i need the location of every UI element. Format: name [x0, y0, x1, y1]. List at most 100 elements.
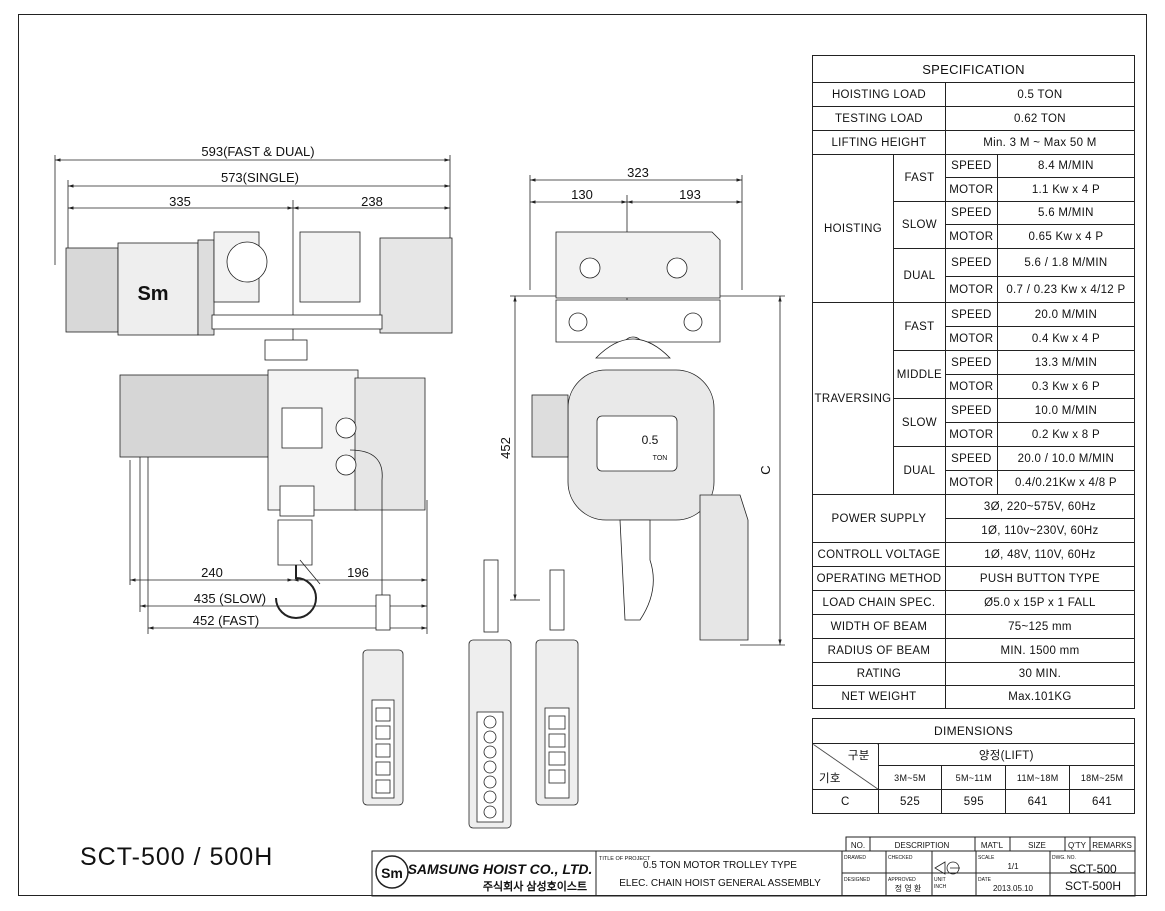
spec-value: 30 MIN. — [944, 662, 1136, 686]
dim-435-label: 435 (SLOW) — [194, 591, 266, 606]
spec-label: WIDTH OF BEAM — [812, 614, 946, 639]
spec-sub-label: SPEED — [944, 154, 998, 178]
spec-label: RATING — [812, 662, 946, 686]
tb-checked-label: CHECKED — [888, 855, 913, 861]
dimensions-gubun-label: 구분 — [847, 750, 870, 762]
dimensions-value: 525 — [877, 789, 943, 814]
spec-label: CONTROLL VOLTAGE — [812, 542, 946, 567]
spec-value: 20.0 / 10.0 M/MIN — [996, 446, 1136, 471]
tb-approver-name: 정 영 환 — [895, 883, 922, 893]
hoist-body — [119, 369, 426, 619]
spec-sub-label: MOTOR — [944, 224, 998, 249]
dimensions-range: 3M~5M — [877, 765, 943, 790]
project-title-line-2: ELEC. CHAIN HOIST GENERAL ASSEMBLY — [619, 878, 821, 889]
spec-value: 0.5 TON — [944, 82, 1136, 107]
dimensions-value: 595 — [941, 789, 1007, 814]
spec-label: TESTING LOAD — [812, 106, 946, 131]
spec-mode-label: DUAL — [892, 446, 946, 495]
dimensions-range: 11M~18M — [1005, 765, 1071, 790]
spec-sub-label: MOTOR — [944, 422, 998, 447]
pendant-middle — [468, 559, 512, 829]
tb-header-qty: Q'TY — [1068, 841, 1087, 850]
spec-sub-label: SPEED — [944, 201, 998, 225]
dim-238-label: 238 — [361, 194, 383, 209]
spec-value: 0.65 Kw x 4 P — [996, 224, 1136, 249]
dim-593-label: 593(FAST & DUAL) — [201, 144, 314, 159]
spec-label: NET WEIGHT — [812, 685, 946, 709]
spec-value: 0.3 Kw x 6 P — [996, 374, 1136, 399]
spec-value: 0.2 Kw x 8 P — [996, 422, 1136, 447]
tb-approved-label: APPROVED — [888, 877, 916, 883]
side-view — [510, 175, 785, 646]
dim-130-label: 130 — [571, 187, 593, 202]
spec-sub-label: SPEED — [944, 248, 998, 277]
dimensions-table: DIMENSIONS 구분 기호 양정(LIFT) 3M~5M 5M~11M 1… — [812, 718, 1136, 814]
tb-header-remarks: REMARKS — [1092, 841, 1132, 850]
tb-header-description: DESCRIPTION — [895, 841, 950, 850]
tb-header-matl: MAT'L — [981, 841, 1004, 850]
dimensions-title: DIMENSIONS — [812, 718, 1135, 744]
dim-452-label: 452 — [498, 437, 513, 459]
spec-sub-label: MOTOR — [944, 177, 998, 202]
spec-value: 0.7 / 0.23 Kw x 4/12 P — [996, 276, 1136, 303]
spec-sub-label: MOTOR — [944, 374, 998, 399]
spec-value: 13.3 M/MIN — [996, 350, 1136, 375]
spec-label: POWER SUPPLY — [812, 494, 946, 543]
spec-group-label: HOISTING — [812, 154, 894, 303]
tb-header-size: SIZE — [1028, 841, 1046, 850]
spec-value: 0.4/0.21Kw x 4/8 P — [996, 470, 1136, 495]
spec-mode-label: SLOW — [892, 398, 946, 447]
spec-value: 1Ø, 48V, 110V, 60Hz — [944, 542, 1136, 567]
spec-mode-label: FAST — [892, 154, 946, 202]
hoist-capacity-value: 0.5 — [642, 433, 659, 447]
spec-value: 8.4 M/MIN — [996, 154, 1136, 178]
pendant-right — [535, 569, 579, 806]
spec-sub-label: SPEED — [944, 350, 998, 375]
company-logo — [375, 855, 960, 889]
dim-573-label: 573(SINGLE) — [221, 170, 299, 185]
tb-unit-label: UNIT — [934, 877, 946, 883]
spec-value: Ø5.0 x 15P x 1 FALL — [944, 590, 1136, 615]
tb-scale-label: SCALE — [978, 855, 995, 861]
spec-value: 1.1 Kw x 4 P — [996, 177, 1136, 202]
hoist-capacity-unit: TON — [653, 455, 668, 462]
dimensions-row-label: C — [812, 789, 879, 814]
dimensions-lift-label: 양정(LIFT) — [877, 743, 1136, 766]
spec-sub-label: SPEED — [944, 446, 998, 471]
spec-sub-label: MOTOR — [944, 276, 998, 303]
spec-mode-label: SLOW — [892, 201, 946, 249]
motor-logo-text: Sm — [137, 283, 168, 305]
tb-scale-value: 1/1 — [1007, 862, 1019, 871]
dim-335-label: 335 — [169, 194, 191, 209]
drawing-number-2: SCT-500H — [1065, 879, 1121, 893]
dimensions-giho-label: 기호 — [819, 773, 841, 785]
tb-header-no: NO. — [851, 841, 865, 850]
spec-value: 20.0 M/MIN — [996, 302, 1136, 327]
drawing-number-1: SCT-500 — [1069, 862, 1117, 876]
spec-value: 1Ø, 110v~230V, 60Hz — [944, 518, 1136, 543]
dimensions-value: 641 — [1005, 789, 1071, 814]
company-name: SAMSUNG HOIST CO., LTD. — [408, 861, 593, 877]
spec-mode-label: DUAL — [892, 248, 946, 303]
model-title: SCT-500 / 500H — [80, 843, 274, 871]
dim-452-fast-label: 452 (FAST) — [193, 613, 259, 628]
trolley-motor — [65, 231, 453, 361]
dim-240-label: 240 — [201, 565, 223, 580]
company-logo-mark: Sm — [381, 865, 403, 881]
spec-mode-label: MIDDLE — [892, 350, 946, 399]
title-block-grid — [371, 836, 1136, 897]
spec-value: 0.62 TON — [944, 106, 1136, 131]
dim-c-label: C — [758, 465, 773, 474]
spec-label: RADIUS OF BEAM — [812, 638, 946, 663]
spec-title: SPECIFICATION — [812, 55, 1135, 83]
dimensions-corner-cell: 구분 기호 — [812, 743, 879, 790]
tb-title-label: TITLE OF PROJECT — [599, 856, 651, 862]
dimensions-range: 18M~25M — [1069, 765, 1135, 790]
dim-323-label: 323 — [627, 165, 649, 180]
spec-mode-label: FAST — [892, 302, 946, 351]
tb-date-value: 2013.05.10 — [993, 884, 1034, 893]
dimensions-value: 641 — [1069, 789, 1135, 814]
spec-value: MIN. 1500 mm — [944, 638, 1136, 663]
